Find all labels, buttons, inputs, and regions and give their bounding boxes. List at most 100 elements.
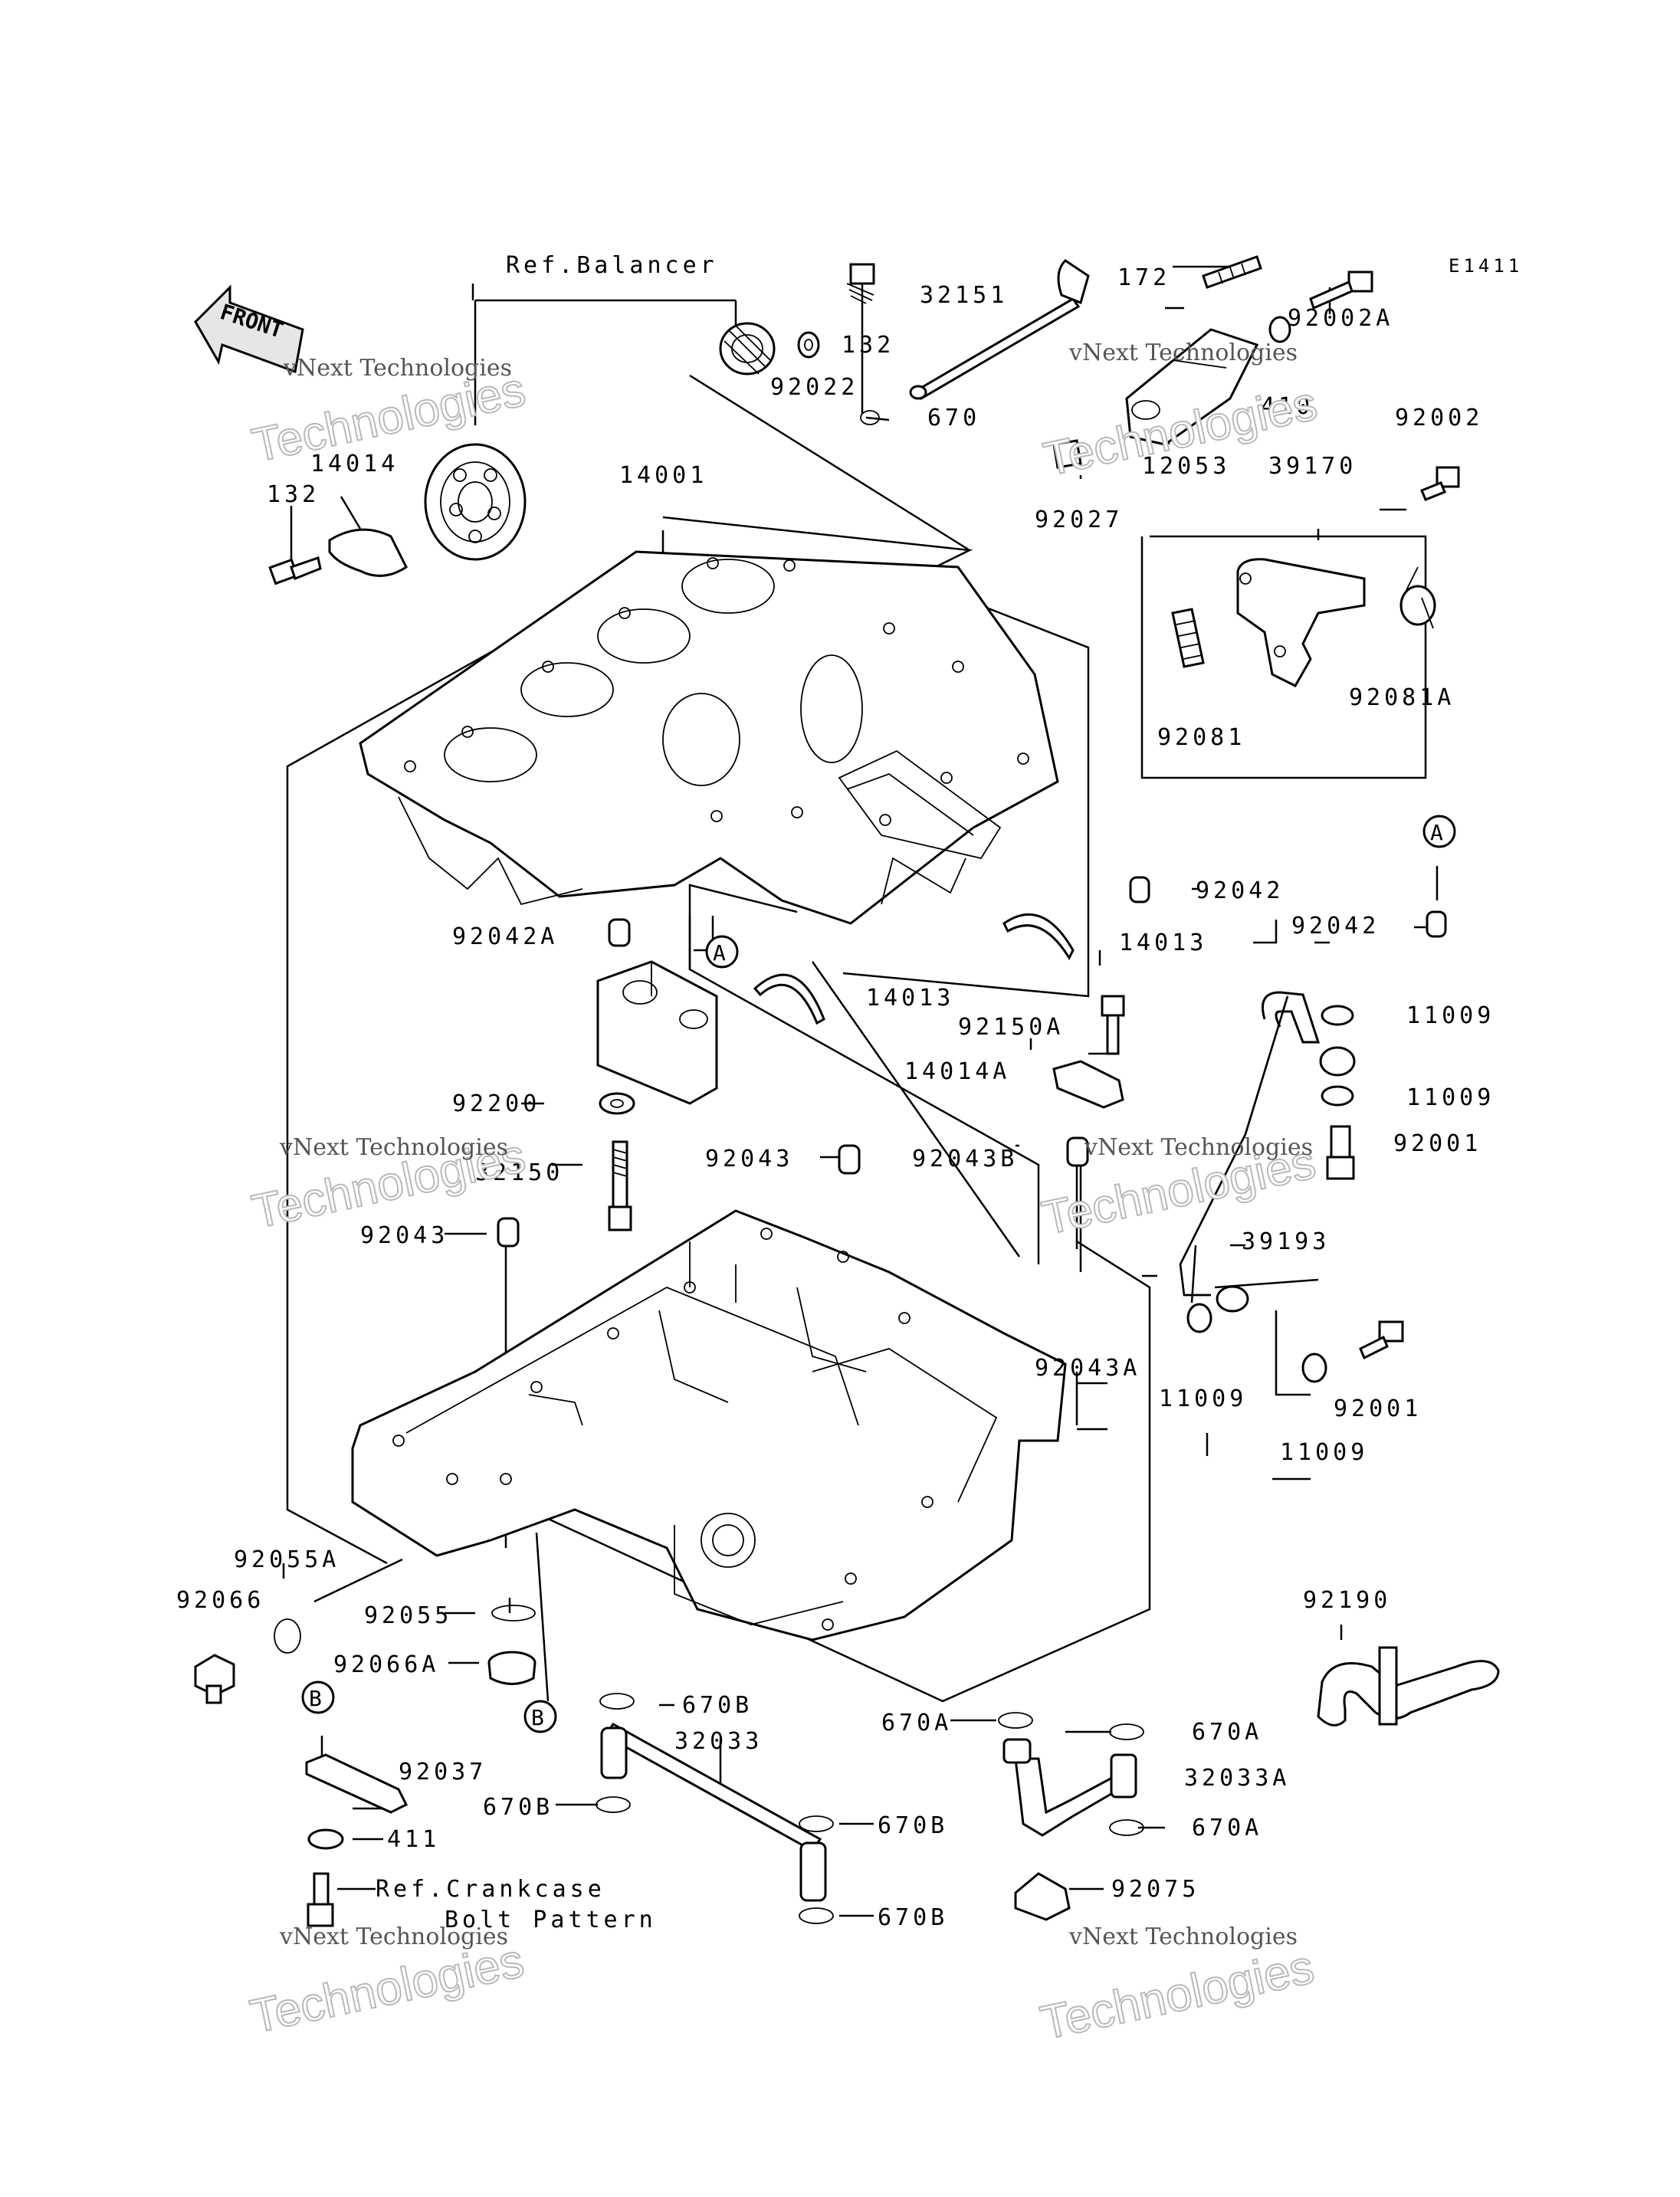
callout-a-case: A <box>713 940 726 966</box>
parts-drawings: FRONT <box>194 255 1500 1927</box>
label-410: 410 <box>1261 393 1314 420</box>
label-32151: 32151 <box>920 282 1008 309</box>
washer-410 <box>1268 316 1291 343</box>
washer-411 <box>307 1828 344 1850</box>
o-ring-670B-c <box>799 1815 834 1832</box>
label-92042-right: 92042 <box>1291 913 1380 939</box>
o-ring-92055A <box>274 1618 301 1654</box>
dowel-92042-right <box>1426 910 1447 938</box>
bolt-92001-b <box>1359 1320 1404 1360</box>
bearing-cap-block <box>596 960 718 1105</box>
plate-14014 <box>328 528 408 577</box>
callout-b-case: B <box>531 1705 544 1730</box>
label-92002: 92002 <box>1395 405 1483 431</box>
washer-92200 <box>599 1092 635 1115</box>
label-92022: 92022 <box>770 374 858 401</box>
o-ring-670A-a <box>998 1712 1033 1729</box>
washer-11009-d <box>1301 1353 1327 1383</box>
label-92037: 92037 <box>399 1759 487 1785</box>
watermark-small-6: vNext Technologies <box>1068 1923 1298 1950</box>
o-ring-92055 <box>491 1605 536 1622</box>
label-92043-mid: 92043 <box>705 1146 793 1172</box>
label-670B-mid: 670B <box>878 1812 948 1839</box>
callouts: A A B B <box>301 815 1456 1733</box>
label-14013-right: 14013 <box>1119 930 1207 956</box>
shell-14013-left <box>753 973 825 1025</box>
dowel-92043B <box>1066 1136 1089 1167</box>
o-ring-670B-a <box>599 1693 635 1710</box>
label-11009-b: 11009 <box>1406 1084 1495 1111</box>
label-411: 411 <box>387 1826 440 1853</box>
pipe-32033A <box>1002 1738 1137 1837</box>
upper-crankcase <box>359 550 1059 925</box>
ref-crankcase-label: Ref.Crankcase <box>376 1876 605 1903</box>
bolt-32150 <box>608 1140 632 1231</box>
label-14014A: 14014A <box>904 1058 1010 1085</box>
label-92055: 92055 <box>364 1602 452 1629</box>
pipe-32033 <box>600 1723 827 1902</box>
label-670A-bottom: 670A <box>1192 1815 1262 1841</box>
label-39170: 39170 <box>1268 453 1357 480</box>
cap-92066A <box>487 1651 536 1685</box>
o-ring-670 <box>860 410 880 425</box>
label-92066: 92066 <box>176 1587 264 1614</box>
callout-b-plate: B <box>309 1686 322 1711</box>
label-670A-right: 670A <box>1192 1719 1262 1746</box>
label-132-left: 132 <box>267 481 320 508</box>
label-11009-d: 11009 <box>1280 1439 1368 1466</box>
label-14013-left: 14013 <box>866 985 954 1012</box>
o-ring-670A-b <box>1109 1723 1144 1740</box>
label-14001: 14001 <box>619 462 707 489</box>
label-92042-top: 92042 <box>1196 877 1284 904</box>
label-92066A: 92066A <box>333 1651 439 1678</box>
o-ring-670B-b <box>596 1796 631 1813</box>
figure-code: E1411 <box>1449 255 1523 277</box>
ref-crankcase-label-2: Bolt Pattern <box>445 1907 657 1933</box>
clamp-92075 <box>1014 1872 1071 1921</box>
label-92081: 92081 <box>1157 724 1245 751</box>
watermark-small-2: vNext Technologies <box>1068 339 1298 366</box>
watermark-big-5: Technologies <box>246 1934 528 2044</box>
label-670A-left: 670A <box>881 1710 952 1736</box>
dowel-92042A <box>608 918 631 947</box>
watermark-small-3: vNext Technologies <box>279 1134 508 1161</box>
label-92043B: 92043B <box>912 1146 1018 1172</box>
label-11009-c: 11009 <box>1159 1385 1247 1412</box>
o-ring-670A-c <box>1109 1819 1144 1836</box>
label-92200: 92200 <box>452 1090 540 1117</box>
callout-a-right: A <box>1430 820 1443 845</box>
guide-12053 <box>1125 328 1259 446</box>
watermark-small-4: vNext Technologies <box>1084 1134 1313 1161</box>
label-670B-bottom: 670B <box>878 1904 948 1931</box>
hose-92190 <box>1317 1646 1500 1726</box>
ball-bearing <box>424 443 527 561</box>
label-92027: 92027 <box>1035 507 1123 533</box>
washer-11009-c <box>1186 1303 1212 1333</box>
label-14014: 14014 <box>310 451 399 477</box>
shell-14013-right <box>1002 913 1075 961</box>
label-92043A: 92043A <box>1035 1355 1140 1382</box>
label-172: 172 <box>1117 264 1170 291</box>
label-670B-top: 670B <box>682 1692 753 1719</box>
label-32150: 32150 <box>475 1159 563 1186</box>
part-labels: Ref.Balancer E1411 132 32151 172 92022 6… <box>176 252 1523 1933</box>
label-132-top: 132 <box>842 332 894 359</box>
label-92042A: 92042A <box>452 923 558 950</box>
label-92150A: 92150A <box>958 1014 1064 1041</box>
label-92001-a: 92001 <box>1393 1130 1481 1157</box>
watermark-big-6: Technologies <box>1036 1940 1318 2050</box>
drain-plug-92066 <box>194 1654 235 1704</box>
dowel-92043-left <box>497 1217 520 1248</box>
pin-92027 <box>1052 439 1082 469</box>
dowel-92043-mid <box>838 1144 861 1175</box>
watermark-small-5: vNext Technologies <box>279 1923 508 1950</box>
label-11009-a: 11009 <box>1406 1002 1495 1029</box>
washer-92022 <box>797 331 820 359</box>
stud-172 <box>1202 255 1262 289</box>
needle-bearing <box>719 322 776 375</box>
bolt-92002 <box>1420 466 1460 501</box>
bolt-132-top <box>846 263 875 304</box>
label-92190: 92190 <box>1303 1587 1391 1614</box>
plate-14014A <box>1052 1060 1124 1109</box>
bolt-92150A <box>1101 995 1125 1055</box>
